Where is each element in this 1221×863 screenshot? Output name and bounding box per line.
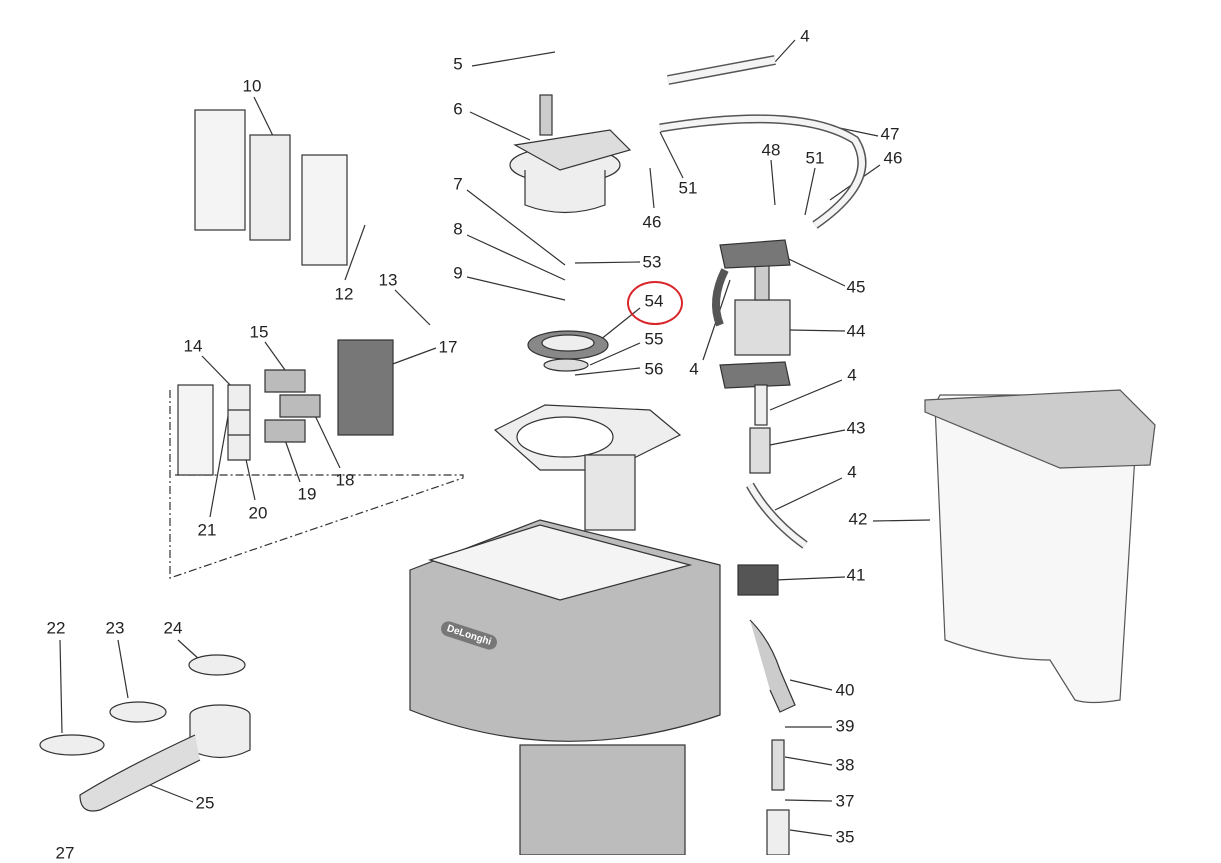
hose-part (659, 55, 867, 549)
leader-line (284, 439, 301, 483)
leader-line (769, 429, 846, 446)
leader-line (574, 261, 641, 264)
part-label: 46 (642, 212, 662, 232)
leader-line (59, 639, 63, 734)
part-label: 55 (644, 329, 664, 349)
gasket-part (527, 330, 609, 372)
part-label: 14 (183, 336, 203, 356)
part-label: 47 (880, 124, 900, 144)
part-label: 51 (678, 178, 698, 198)
part-label: 25 (195, 793, 215, 813)
part-label: 48 (761, 140, 781, 160)
part-label: 4 (847, 365, 857, 385)
leader-line (394, 289, 431, 326)
part-label: 24 (163, 618, 183, 638)
part-label: 51 (805, 148, 825, 168)
part-label: 23 (105, 618, 125, 638)
part-label: 17 (438, 337, 458, 357)
part-label: 20 (248, 503, 268, 523)
filter-basket-part (39, 654, 251, 812)
part-label: 18 (335, 470, 355, 490)
leader-line (471, 51, 556, 67)
part-label: 13 (378, 270, 398, 290)
part-label: 40 (835, 680, 855, 700)
leader-line (253, 96, 276, 141)
part-label: 21 (197, 520, 217, 540)
leader-line (789, 829, 833, 837)
leader-line (149, 784, 194, 803)
part-label: 4 (689, 359, 699, 379)
part-label: 10 (242, 76, 262, 96)
part-label: 5 (453, 54, 463, 74)
leader-line (117, 639, 129, 699)
leader-line (649, 167, 655, 209)
water-tank-part (924, 389, 1156, 704)
part-label: 56 (644, 359, 664, 379)
mounting-plate-part (493, 404, 682, 531)
leader-line (784, 799, 833, 802)
leader-line (466, 234, 566, 281)
leader-line (589, 342, 641, 366)
part-label: 43 (846, 418, 866, 438)
highlight-circle (627, 281, 683, 325)
part-label: 35 (835, 827, 855, 847)
leader-line (774, 576, 846, 581)
leader-line (574, 367, 641, 376)
leader-line (389, 347, 437, 366)
part-label: 12 (334, 284, 354, 304)
part-label: 46 (883, 148, 903, 168)
part-label: 42 (848, 509, 868, 529)
part-label: 38 (835, 755, 855, 775)
leader-line (244, 454, 256, 501)
leader-line (177, 639, 201, 661)
leader-line (466, 189, 566, 266)
part-label: 53 (642, 252, 662, 272)
leader-line (789, 679, 833, 691)
leader-line (659, 131, 684, 179)
part-label: 19 (297, 484, 317, 504)
leader-line (774, 477, 843, 511)
part-label: 22 (46, 618, 66, 638)
leader-line (774, 39, 796, 63)
leader-line (770, 159, 776, 206)
part-label: 37 (835, 791, 855, 811)
part-label: 41 (846, 565, 866, 585)
part-label: 9 (453, 263, 463, 283)
leader-line (784, 756, 833, 766)
leader-line (201, 355, 236, 391)
part-label: 45 (846, 277, 866, 297)
boiler-part (509, 94, 632, 214)
part-label: 27 (55, 843, 75, 863)
leader-line (209, 404, 231, 518)
part-label: 44 (846, 321, 866, 341)
control-board-part (177, 109, 394, 476)
leader-line (469, 111, 531, 141)
leader-line (804, 167, 816, 216)
part-label: 7 (453, 174, 463, 194)
part-label: 15 (249, 322, 269, 342)
leader-line (264, 341, 286, 371)
pump-part (719, 239, 796, 855)
part-label: 6 (453, 99, 463, 119)
part-label: 8 (453, 219, 463, 239)
part-label: 39 (835, 716, 855, 736)
leader-line (344, 224, 366, 281)
part-label: 4 (847, 462, 857, 482)
machine-body-part (409, 519, 721, 855)
assembly-outline (169, 390, 464, 579)
part-label: 4 (800, 26, 810, 46)
leader-line (769, 379, 843, 411)
leader-line (872, 519, 931, 522)
leader-line (789, 329, 846, 332)
leader-line (466, 276, 566, 301)
